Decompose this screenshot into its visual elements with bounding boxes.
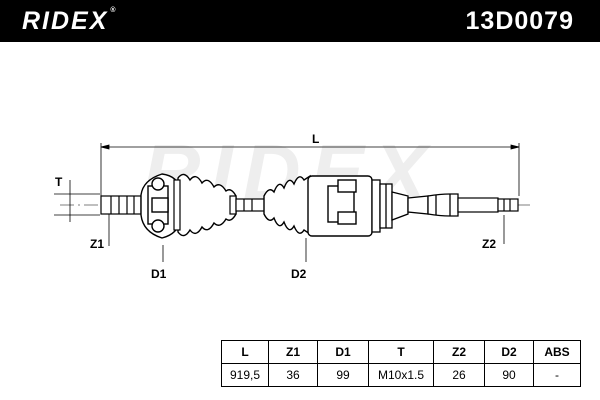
brand-name: RIDEX	[22, 7, 109, 35]
spec-header-z1: Z1	[268, 340, 318, 364]
intermediate-shaft	[407, 193, 459, 217]
spec-value-row: 919,5 36 99 M10x1.5 26 90 -	[221, 363, 581, 387]
spec-value-abs: -	[533, 363, 581, 387]
d2-label: D2	[291, 267, 307, 281]
spec-value-z2: 26	[433, 363, 485, 387]
spec-value-d1: 99	[317, 363, 369, 387]
spec-table: L Z1 D1 T Z2 D2 ABS 919,5 36 99 M10x1.5 …	[221, 340, 581, 387]
spec-value-l: 919,5	[221, 363, 269, 387]
spec-header-l: L	[221, 340, 269, 364]
spec-header-d2: D2	[484, 340, 534, 364]
z2-label: Z2	[482, 237, 496, 251]
main-shaft	[235, 198, 267, 212]
spec-header-row: L Z1 D1 T Z2 D2 ABS	[221, 340, 581, 364]
length-label: L	[312, 132, 319, 146]
spec-header-d1: D1	[317, 340, 369, 364]
brand-logo: RIDEX®	[22, 7, 118, 36]
spec-value-z1: 36	[268, 363, 318, 387]
spec-value-d2: 90	[484, 363, 534, 387]
trademark-symbol: ®	[110, 7, 118, 14]
part-number: 13D0079	[465, 7, 574, 35]
spec-header-t: T	[368, 340, 434, 364]
spec-header-z2: Z2	[433, 340, 485, 364]
d1-label: D1	[151, 267, 167, 281]
left-stub-shaft	[100, 195, 142, 215]
drive-shaft-drawing: RIDEX L T Z1 D1 D2 Z2	[54, 128, 530, 281]
header-bar: RIDEX® 13D0079	[0, 0, 600, 42]
length-dimension	[100, 143, 520, 196]
thread-dimension	[54, 180, 100, 222]
inner-cv-joint	[307, 175, 373, 237]
z1-label: Z1	[90, 237, 104, 251]
flange-section	[371, 179, 409, 233]
right-stub-shaft	[457, 197, 519, 213]
thread-label: T	[55, 175, 63, 189]
spec-value-t: M10x1.5	[368, 363, 434, 387]
spec-header-abs: ABS	[533, 340, 581, 364]
